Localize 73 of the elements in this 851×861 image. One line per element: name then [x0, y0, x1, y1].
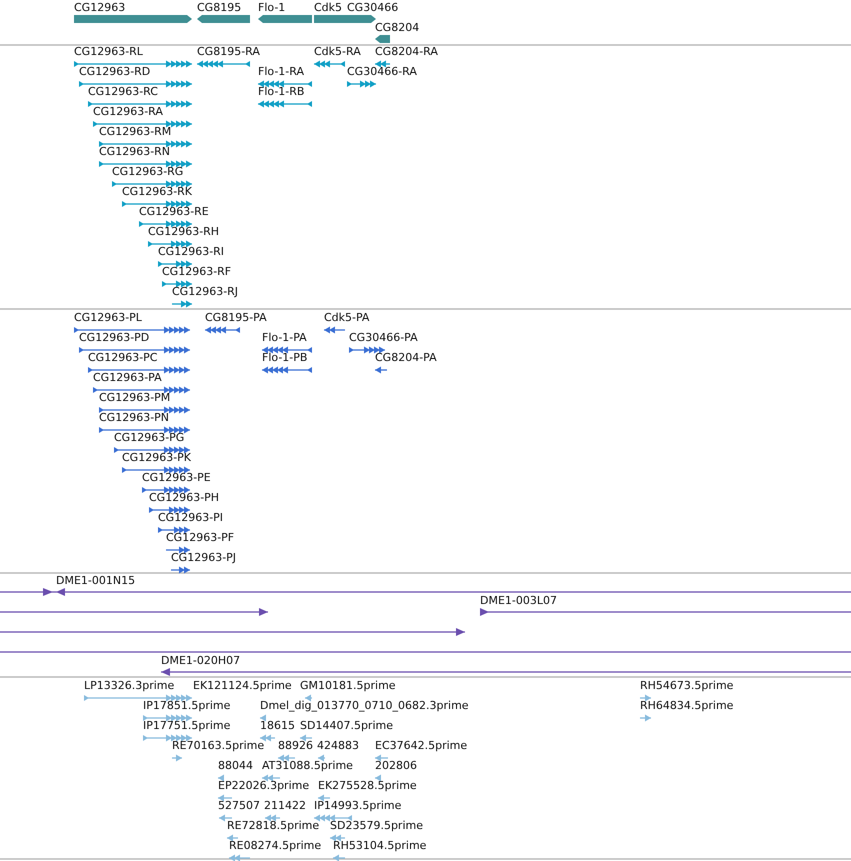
feature-label: CG8195-PA [205, 312, 267, 324]
feature-label: EK275528.5prime [318, 780, 417, 792]
feature-label: 424883 [317, 740, 359, 752]
feature-label: 88926 [278, 740, 313, 752]
feature-label: EK121124.5prime [193, 680, 292, 692]
feature-label: RE08274.5prime [229, 840, 322, 852]
feature-label: CG8195 [197, 2, 242, 14]
feature-label: IP17751.5prime [143, 720, 230, 732]
feature-label: CG12963-RC [88, 86, 158, 98]
feature-label: RE72818.5prime [227, 820, 320, 832]
feature-label: IP14993.5prime [314, 800, 402, 812]
feature-label: CG8204-RA [375, 46, 438, 58]
feature-label: CG12963-RN [99, 146, 170, 158]
feature-label: 527507 [218, 800, 260, 812]
feature-label: Flo-1 [258, 2, 286, 14]
feature-label: Flo-1-PB [262, 352, 308, 364]
feature-label: Cdk5-PA [324, 312, 370, 324]
feature-label: CG12963-PH [149, 492, 220, 504]
feature-label: CG12963-PD [79, 332, 150, 344]
feature-label: Flo-1-PA [262, 332, 307, 344]
feature-label: CG12963-PJ [171, 552, 236, 564]
feature-label: CG30466-RA [347, 66, 417, 78]
feature-label: CG12963-PL [74, 312, 142, 324]
feature-label: AT31088.5prime [262, 760, 353, 772]
feature-label: CG12963-PI [158, 512, 224, 524]
feature-label: Dmel_dig_013770_0710_0682.3prime [260, 700, 469, 712]
feature-label: 18615 [260, 720, 295, 732]
feature-label: IP17851.5prime [143, 700, 230, 712]
feature-label: CG12963-RL [74, 46, 143, 58]
feature-label: SD14407.5prime [300, 720, 393, 732]
feature-label: CG12963 [74, 2, 126, 14]
feature-label: LP13326.3prime [84, 680, 174, 692]
feature-label: RH53104.5prime [333, 840, 426, 852]
feature-label: DME1-003L07 [480, 595, 557, 607]
feature-label: CG12963-PK [122, 452, 192, 464]
feature-label: CG12963-PC [88, 352, 158, 364]
feature-label: CG8195-RA [197, 46, 260, 58]
feature-label: CG12963-PM [99, 392, 170, 404]
feature-label: CG12963-RM [99, 126, 172, 138]
feature-label: EP22026.3prime [218, 780, 310, 792]
feature-label: CG12963-PE [142, 472, 211, 484]
feature-label: CG12963-RG [112, 166, 184, 178]
feature-label: CG8204 [375, 22, 420, 34]
feature-label: CG12963-PF [166, 532, 234, 544]
feature-label: Cdk5 [314, 2, 342, 14]
feature-label: CG12963-RF [162, 266, 232, 278]
feature-label: RH64834.5prime [640, 700, 734, 712]
feature-label: CG12963-RH [148, 226, 220, 238]
feature-label: DME1-001N15 [56, 575, 136, 587]
feature-label: CG30466-PA [349, 332, 418, 344]
feature-label: CG12963-RE [139, 206, 209, 218]
feature-label: 202806 [375, 760, 417, 772]
feature-label: CG12963-PN [99, 412, 170, 424]
feature-label: EC37642.5prime [375, 740, 468, 752]
feature-label: CG12963-RD [79, 66, 150, 78]
feature-label: CG30466 [347, 2, 398, 14]
feature-label: CG12963-PG [114, 432, 184, 444]
feature-label: CG12963-RJ [172, 286, 238, 298]
feature-label: GM10181.5prime [300, 680, 396, 692]
feature-label: CG12963-RK [122, 186, 192, 198]
feature-label: CG8204-PA [375, 352, 437, 364]
feature-label: RE70163.5prime [172, 740, 264, 752]
feature-label: 88044 [218, 760, 253, 772]
feature-label: CG12963-RI [158, 246, 224, 258]
feature-label: DME1-020H07 [161, 655, 240, 667]
feature-label: Flo-1-RB [258, 86, 304, 98]
feature-label: CG12963-PA [93, 372, 162, 384]
feature-label: SD23579.5prime [330, 820, 423, 832]
feature-label: 211422 [264, 800, 306, 812]
feature-label: RH54673.5prime [640, 680, 734, 692]
feature-label: CG12963-RA [93, 106, 163, 118]
feature-label: Cdk5-RA [314, 46, 361, 58]
feature-label: Flo-1-RA [258, 66, 304, 78]
